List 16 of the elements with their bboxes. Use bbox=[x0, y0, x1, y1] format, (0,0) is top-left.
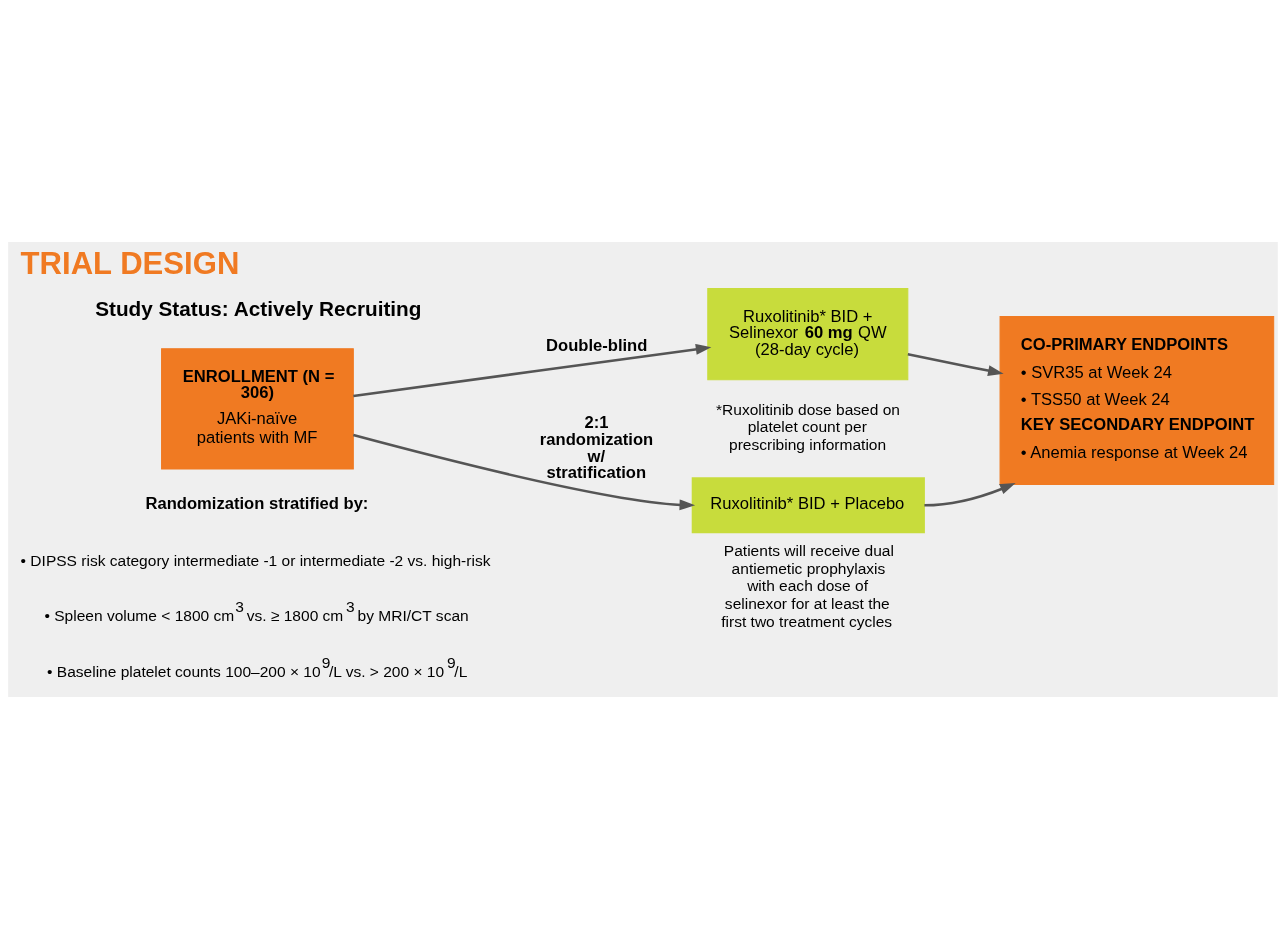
arrow bbox=[907, 352, 1004, 376]
label: *Ruxolitinib dose based on platelet count per prescribing information bbox=[716, 400, 900, 453]
node-box: CO-PRIMARY ENDPOINTS • SVR35 at Week 24 • TSS50 at Week 24 KEY SECONDARY ENDPOINT • Anemia response at Week 24 bbox=[999, 315, 1275, 485]
label: Randomization stratified by: bbox=[145, 493, 369, 513]
label: • DIPSS risk category intermediate -1 or intermediate -2 vs. high-risk bbox=[20, 551, 491, 569]
label: Study Status: Actively Recruiting bbox=[95, 296, 422, 320]
node-box: Ruxolitinib* BID + Selinexor 60 mg QW (28-day cycle) bbox=[707, 287, 909, 380]
diagram-title: TRIAL DESIGN bbox=[20, 245, 240, 281]
arrow bbox=[353, 433, 696, 510]
node-box: ENROLLMENT (N = 306) JAKi-naïve patients with MF bbox=[161, 347, 354, 469]
node-label: Patients will receive dual antiemetic prophylaxis with each dose of selinexor for at least the first two treatment cycles bbox=[721, 541, 894, 630]
edge-label: 2:1 randomization w/ stratification bbox=[539, 412, 654, 482]
node-box: Ruxolitinib* BID + Placebo bbox=[691, 476, 925, 533]
edge-label: Double-blind bbox=[546, 335, 648, 355]
arrow bbox=[924, 482, 1016, 507]
arrow bbox=[353, 343, 712, 397]
